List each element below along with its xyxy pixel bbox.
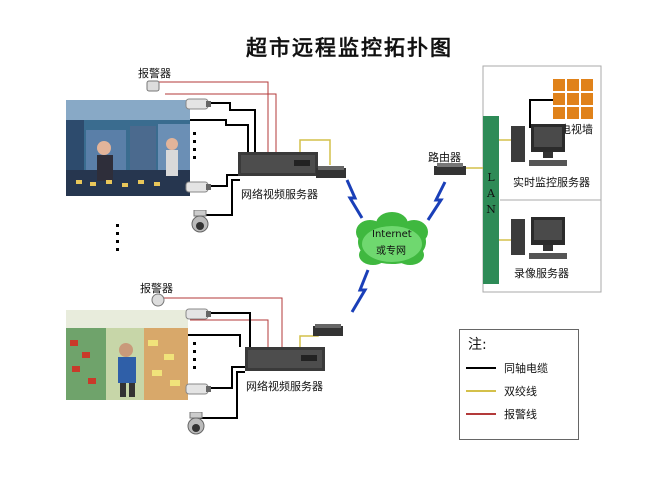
supermarket-photo-bottom <box>66 310 188 400</box>
monitor-server-label: 实时监控服务器 <box>513 176 590 189</box>
bottom-coax-4 <box>200 371 245 419</box>
router-icon <box>434 162 468 181</box>
switch-icon <box>316 165 348 184</box>
bullet-camera-icon <box>184 306 212 325</box>
bottom-alarm-label: 报警器 <box>140 282 173 295</box>
legend-swatch <box>466 390 496 392</box>
top-coax-3 <box>205 174 240 187</box>
legend-title: 注: <box>468 337 487 353</box>
legend-item-label: 双绞线 <box>504 385 537 398</box>
lan-bar <box>483 116 499 284</box>
top-coax-4 <box>200 179 240 216</box>
video-wall-label: 电视墙 <box>560 123 593 136</box>
top-coax-1 <box>205 102 256 152</box>
video-server-icon <box>245 347 329 379</box>
bottom-camera-dots <box>193 342 196 369</box>
diagram-title: 超市远程监控拓扑图 <box>246 35 453 60</box>
cloud-label-line2: 或专网 <box>376 246 406 257</box>
dome-camera-icon <box>186 411 206 440</box>
internet-cloud <box>356 212 428 265</box>
bullet-camera-icon <box>184 179 212 198</box>
top-alarm-label: 报警器 <box>138 67 171 80</box>
legend-item-label: 报警线 <box>504 408 537 421</box>
supermarket-photo-top <box>66 100 190 196</box>
video-wall-icon <box>553 79 593 123</box>
top-alarm-wire-2 <box>165 93 277 152</box>
cloud-label-line1: Internet <box>372 229 412 240</box>
computer-icon <box>511 124 569 176</box>
switch-icon <box>313 323 345 342</box>
legend-swatch <box>466 367 496 369</box>
top-twisted-pair <box>299 139 331 165</box>
bottom-coax-2 <box>188 334 241 347</box>
record-server-label: 录像服务器 <box>514 267 569 280</box>
top-alarm-wire <box>153 81 269 152</box>
lightning-bottom <box>350 269 370 313</box>
alarm-icon <box>146 78 160 97</box>
top-camera-dots <box>193 132 196 159</box>
router-label: 路由器 <box>428 151 461 164</box>
legend-item-label: 同轴电缆 <box>504 362 548 375</box>
bullet-camera-icon <box>184 381 212 400</box>
site-separator-dots <box>116 224 119 251</box>
lightning-top-right <box>426 181 447 221</box>
bottom-coax-3 <box>205 366 245 389</box>
bottom-alarm-wire <box>158 297 283 347</box>
bottom-coax-1 <box>205 312 251 347</box>
top-server-label: 网络视频服务器 <box>241 188 318 201</box>
bottom-server-label: 网络视频服务器 <box>246 380 323 393</box>
lan-label: L A N <box>486 171 496 216</box>
lightning-top-left <box>345 179 364 219</box>
computer-icon <box>511 217 569 269</box>
legend-swatch <box>466 413 496 415</box>
top-coax-2 <box>186 119 249 152</box>
bullet-camera-icon <box>184 96 212 115</box>
legend-item: 报警线 <box>466 406 537 422</box>
alarm-icon <box>151 292 165 311</box>
legend-item: 同轴电缆 <box>466 360 548 376</box>
video-server-icon <box>238 152 322 184</box>
wall-coax <box>529 99 553 128</box>
legend: 注: 同轴电缆 双绞线 报警线 <box>459 329 579 440</box>
dome-camera-icon <box>190 209 210 238</box>
legend-item: 双绞线 <box>466 383 537 399</box>
bottom-alarm-wire-2 <box>190 319 269 347</box>
